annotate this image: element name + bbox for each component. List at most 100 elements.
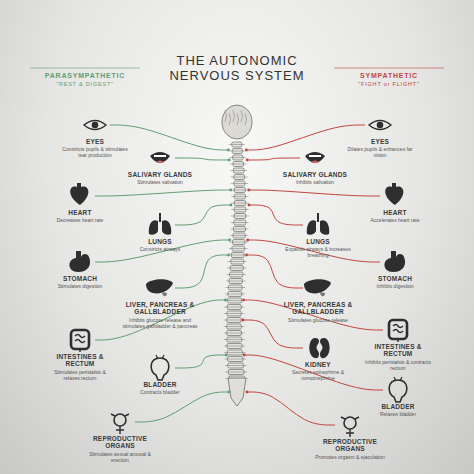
header-title: PARASYMPATHETIC <box>30 72 140 79</box>
organ-node: STOMACHStimulates digestion <box>45 275 115 289</box>
brain-fold <box>241 110 243 122</box>
nerve-line <box>243 320 303 348</box>
nerve-dot <box>246 391 249 394</box>
brain-fold <box>225 110 227 122</box>
vertebra-process <box>225 287 245 288</box>
organ-node: LIVER, PANCREAS & GALLBLADDERInhibits gl… <box>118 301 202 329</box>
organ-node: LUNGSExpands airways & increases breathi… <box>280 238 356 258</box>
header-subtitle: "FIGHT or FLIGHT" <box>334 81 444 87</box>
nerve-dot <box>224 299 227 302</box>
mouth-shape <box>156 161 164 164</box>
organ-node: LUNGSConstricts airways <box>123 238 197 252</box>
nerve-dot <box>242 299 245 302</box>
nerve-dot <box>225 354 228 357</box>
mouth-shape <box>150 152 170 163</box>
mouth-shape <box>309 155 321 157</box>
organ-node: HEARTAccelerates heart rate <box>360 209 430 223</box>
organ-effect: Inhibits glucose release and stimulates … <box>120 317 200 329</box>
lungs-icon <box>307 213 329 235</box>
organ-effect: Contracts bladder <box>125 389 195 395</box>
organ-name: EYES <box>62 138 128 145</box>
organ-effect: Secretes epinephrine & norepinephrine <box>283 369 353 381</box>
liver-icon <box>146 279 173 296</box>
vertebra-process <box>230 164 246 165</box>
organ-name: HEART <box>47 209 113 216</box>
organ-node: INTESTINES & RECTUMInhibits peristalsis … <box>362 343 434 371</box>
nerve-dot <box>242 319 245 322</box>
vertebra-process <box>230 229 248 230</box>
nerve-dot <box>247 189 250 192</box>
bladder-shape <box>389 380 407 402</box>
nerve-line <box>175 158 229 160</box>
organ-effect: Stimulates sexual arousal & erection <box>82 451 158 463</box>
poster-title: THE AUTONOMIC NERVOUS SYSTEM <box>162 54 312 84</box>
stomach-icon <box>69 251 90 272</box>
liver-shape <box>320 292 325 296</box>
sacrum <box>228 378 246 406</box>
nerve-line <box>246 125 365 150</box>
organ-node: BLADDERContracts bladder <box>123 381 197 395</box>
vertebra-process <box>231 190 248 191</box>
heart-shape <box>385 183 403 205</box>
vertebra-process <box>227 274 246 275</box>
nerve-dot <box>228 391 231 394</box>
vertebra-process <box>231 183 248 184</box>
heart-shape <box>70 183 88 205</box>
vertebra-process <box>224 313 244 314</box>
nerve-dot <box>243 354 246 357</box>
organ-node: SALIVARY GLANDSStimulates salivation <box>123 171 197 185</box>
brain-fold <box>229 113 231 125</box>
repro-icon <box>111 414 129 434</box>
organ-effect: Inhibits salivation <box>280 179 350 185</box>
eye-shape <box>369 121 391 130</box>
nerve-line <box>243 300 383 330</box>
organ-name: REPRODUCTIVE ORGANS <box>82 435 158 450</box>
nerve-line <box>247 255 303 288</box>
organ-name: SALIVARY GLANDS <box>125 171 195 178</box>
organ-name: EYES <box>347 138 413 145</box>
organ-node: EYESDilates pupils & enhances far vision <box>345 138 415 158</box>
vertebra-process <box>224 326 245 327</box>
intestine-icon <box>71 330 89 352</box>
vertebra-process <box>224 352 245 353</box>
eye-icon <box>84 121 106 130</box>
nerve-line <box>175 355 226 368</box>
organ-node: LIVER, PANCREAS & GALLBLADDERStimulates … <box>280 301 356 323</box>
vertebra-process <box>230 170 247 171</box>
intestine-icon <box>389 320 407 342</box>
organ-circle <box>114 414 126 426</box>
vertebra-process <box>225 372 247 373</box>
intestine-shape <box>393 325 403 343</box>
header-rule <box>334 68 444 69</box>
header-rule <box>30 68 140 69</box>
stomach-shape <box>69 251 90 272</box>
nerve-line <box>175 255 229 288</box>
organ-name: STOMACH <box>47 275 113 282</box>
organ-name: INTESTINES & RECTUM <box>364 343 432 358</box>
colon <box>389 320 407 339</box>
vertebra-process <box>229 144 245 145</box>
bladder-icon <box>151 355 169 380</box>
liver-icon <box>304 279 331 296</box>
brain-fold <box>245 113 247 125</box>
organ-name: BLADDER <box>125 381 195 388</box>
nerve-dot <box>248 204 251 207</box>
organ-name: BLADDER <box>365 403 431 410</box>
nerve-line <box>95 300 225 340</box>
organ-node: HEARTDecreases heart rate <box>45 209 115 223</box>
vertebra-process <box>228 255 247 256</box>
nerve-dot <box>230 204 233 207</box>
vertebra-process <box>229 151 245 152</box>
nerve-line <box>247 392 335 425</box>
nerve-dot <box>229 189 232 192</box>
organ-name: INTESTINES & RECTUM <box>47 353 113 368</box>
lungs-shape <box>320 220 329 235</box>
organ-effect: Stimulates peristalsis & relaxes rectum <box>47 369 113 381</box>
vertebra-process <box>225 300 245 301</box>
repro-shape <box>341 417 359 437</box>
organ-name: LUNGS <box>282 238 354 245</box>
organ-name: KIDNEY <box>283 361 353 368</box>
organ-node: REPRODUCTIVE ORGANSStimulates sexual aro… <box>80 435 160 463</box>
nerve-line <box>247 158 300 160</box>
